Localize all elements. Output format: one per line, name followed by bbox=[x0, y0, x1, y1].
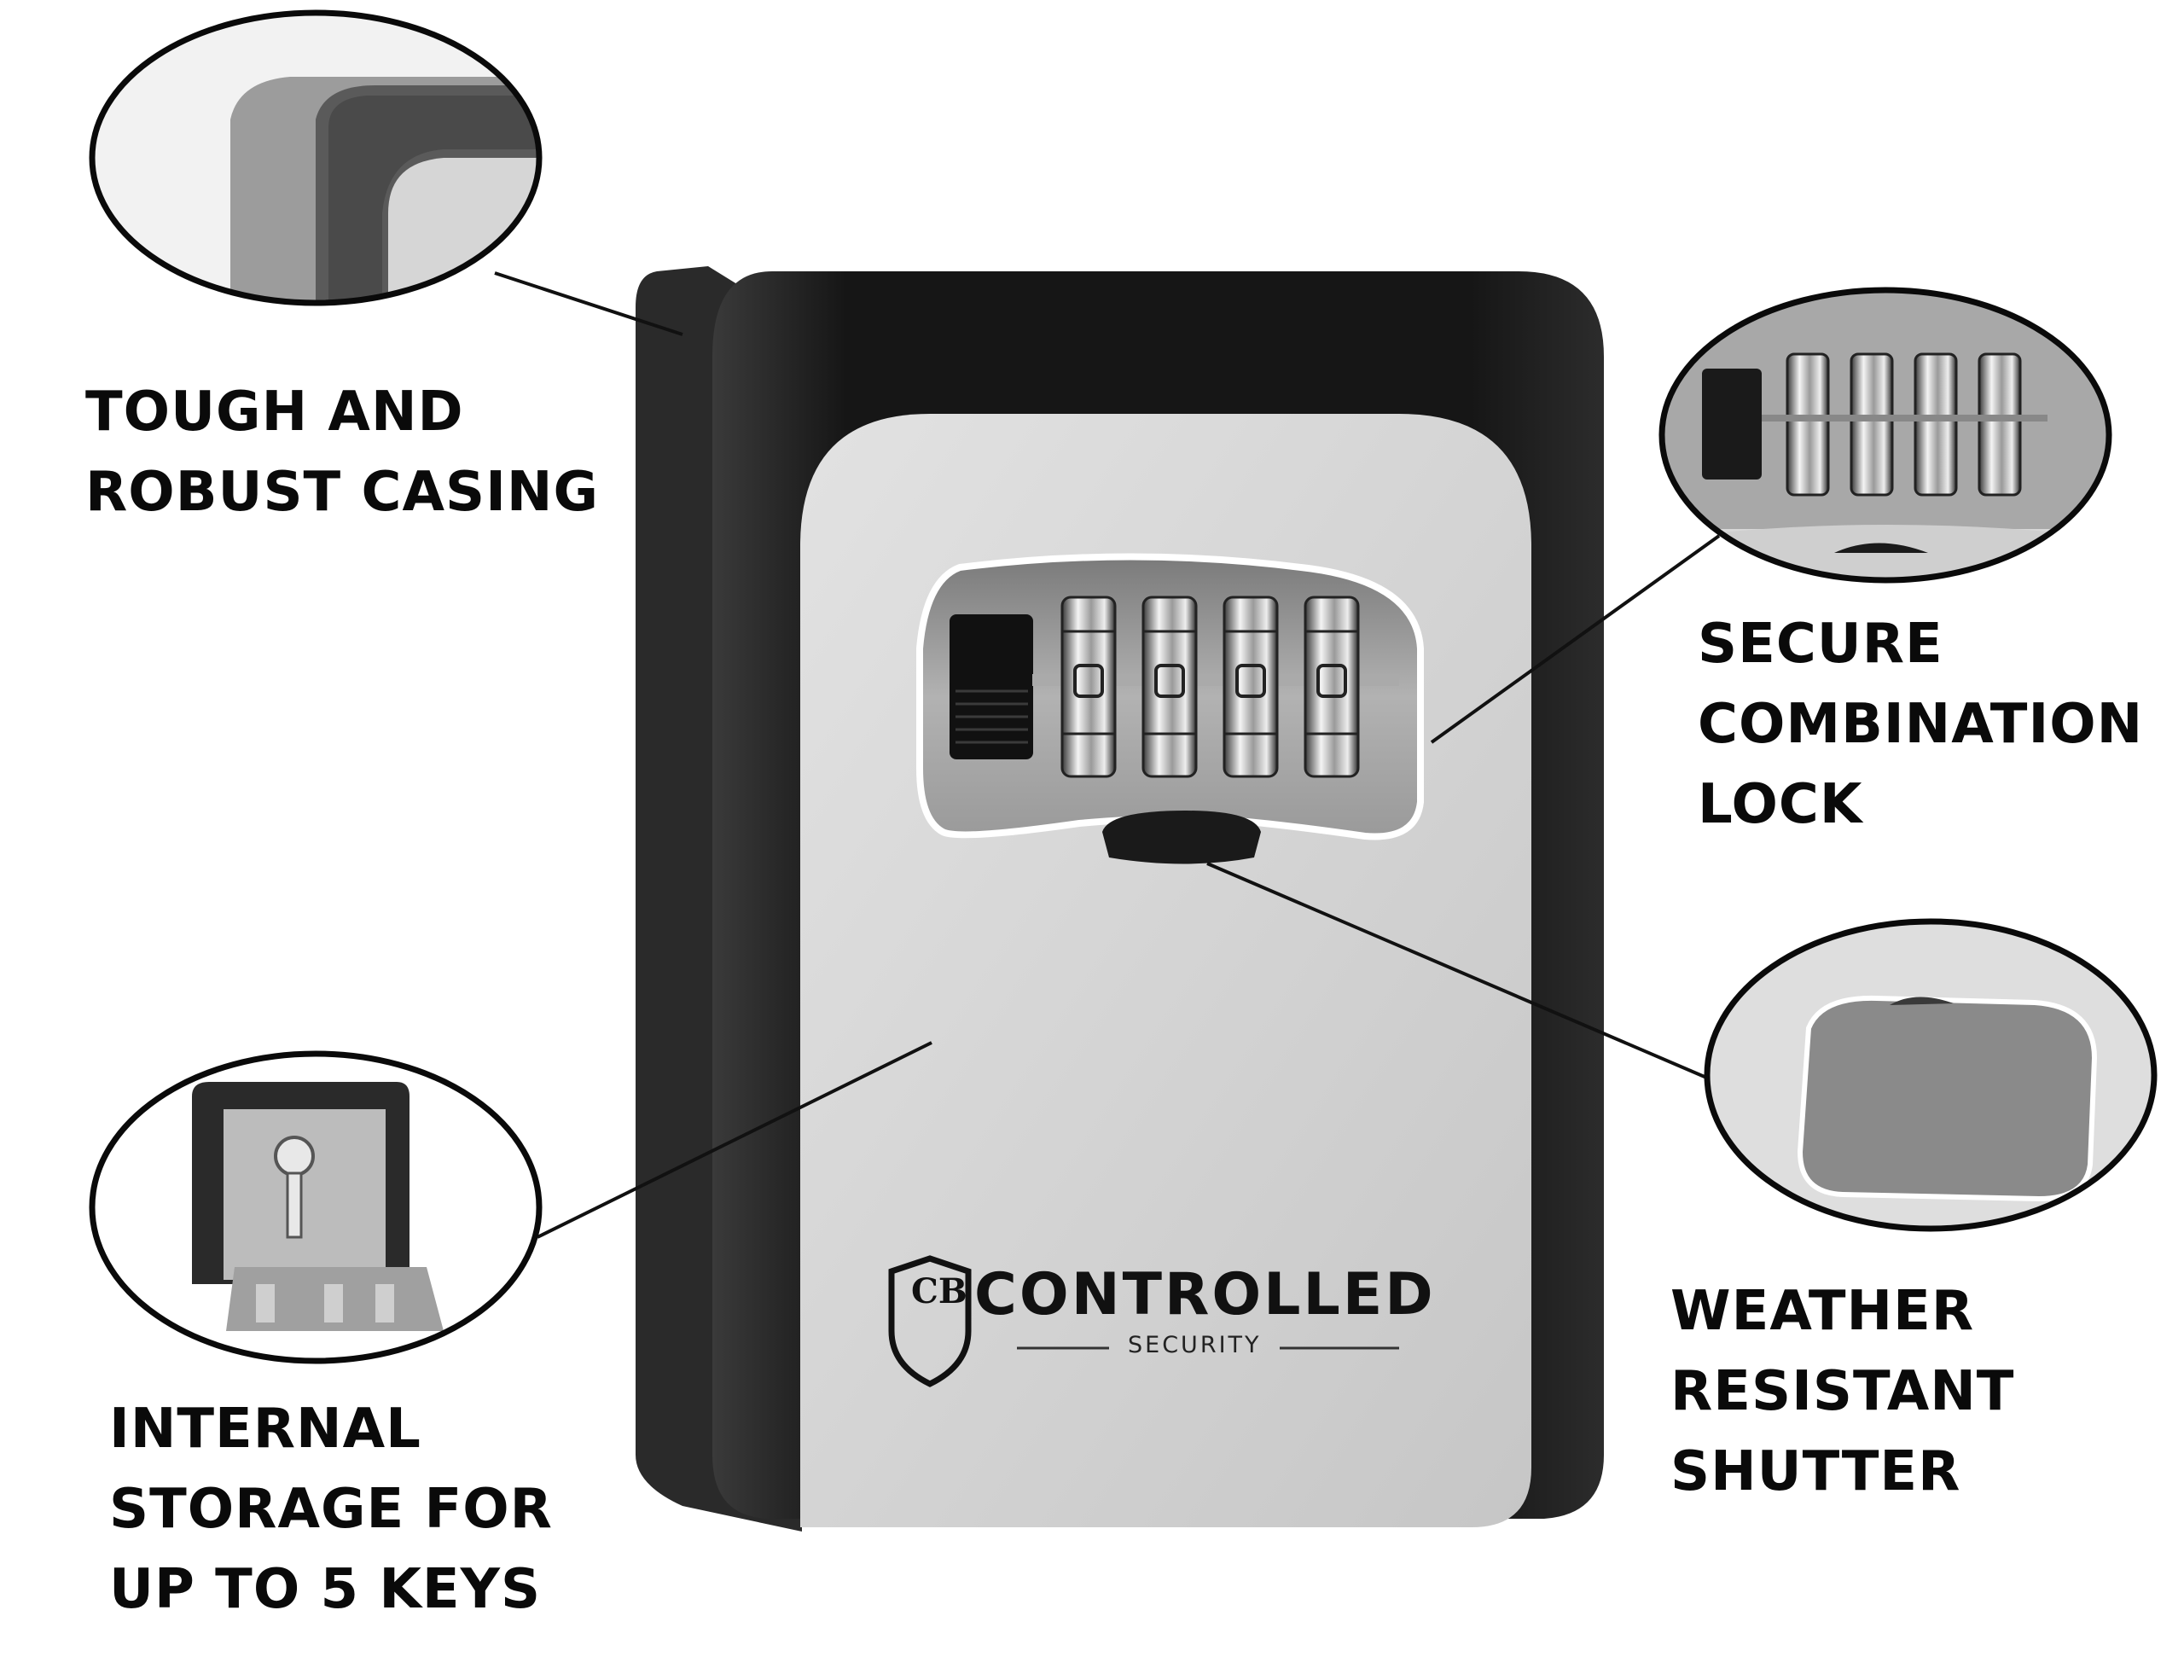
dial-2 bbox=[1141, 596, 1198, 778]
callout-line: SECURE bbox=[1698, 613, 1943, 676]
callout-line: INTERNAL bbox=[109, 1398, 421, 1461]
callout-line: WEATHER bbox=[1670, 1280, 1975, 1343]
dial-3 bbox=[1223, 596, 1279, 778]
callout-lock-label: SECURE COMBINATION LOCK bbox=[1698, 604, 2143, 845]
key-lock-box bbox=[636, 266, 1604, 1532]
callout-line: LOCK bbox=[1698, 773, 1863, 836]
combination-dials bbox=[1060, 596, 1360, 778]
callout-storage-label: INTERNAL STORAGE FOR UP TO 5 KEYS bbox=[109, 1389, 553, 1630]
callout-line: RESISTANT bbox=[1670, 1360, 2015, 1423]
dial-4 bbox=[1304, 596, 1360, 778]
zoom-circle-storage bbox=[89, 1050, 543, 1364]
brand-monogram: CB bbox=[911, 1271, 967, 1311]
leader-lines bbox=[494, 271, 1721, 1239]
callout-line: SHUTTER bbox=[1670, 1440, 1961, 1503]
key-icon bbox=[274, 1136, 315, 1239]
callout-line: TOUGH AND bbox=[85, 381, 464, 444]
callout-line: COMBINATION bbox=[1698, 693, 2144, 756]
zoom-circle-shutter bbox=[1704, 918, 2158, 1232]
callout-shutter-label: WEATHER RESISTANT SHUTTER bbox=[1670, 1271, 2014, 1512]
shield-logo-icon bbox=[888, 1255, 972, 1387]
zoom-circle-lock bbox=[1658, 287, 2112, 584]
brand-name: CONTROLLED bbox=[974, 1261, 1436, 1328]
dial-1 bbox=[1060, 596, 1117, 778]
shutter-tab bbox=[1102, 811, 1261, 864]
callout-line: STORAGE FOR bbox=[109, 1478, 553, 1541]
brand-tagline: SECURITY bbox=[1128, 1332, 1262, 1358]
zoom-circle-casing bbox=[89, 9, 543, 306]
callout-casing-label: TOUGH AND ROBUST CASING bbox=[85, 372, 599, 532]
callout-line: UP TO 5 KEYS bbox=[109, 1558, 542, 1621]
release-button bbox=[950, 614, 1033, 759]
callout-line: ROBUST CASING bbox=[85, 461, 599, 524]
